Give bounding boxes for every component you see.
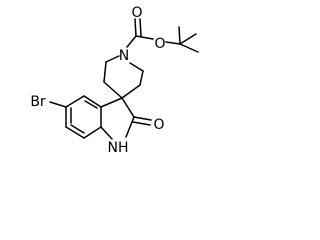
lactam-ring — [100, 97, 152, 140]
bond — [135, 35, 154, 40]
atom-label-nh: NH — [108, 140, 129, 156]
atom-label-lactam-o: O — [153, 117, 164, 133]
atom-label-n-piperidine: N — [119, 48, 129, 64]
bond-to-bromine — [49, 101, 67, 108]
piperidine-ring — [103, 55, 144, 99]
aromatic-inner-bond — [70, 124, 85, 134]
spiro-oxindole-piperidine-structure: N O O Br O NH — [0, 0, 234, 165]
carbonyl-double-bond — [132, 121, 151, 126]
benzene-ring — [65, 95, 102, 139]
bond — [100, 97, 123, 108]
bond — [125, 116, 135, 138]
bond — [165, 41, 181, 45]
bond — [121, 97, 135, 118]
atom-label-bromine: Br — [30, 94, 46, 110]
bond — [65, 95, 85, 108]
atom-label-ester-o: O — [154, 36, 165, 52]
bond — [65, 126, 85, 139]
carbonyl-double-bond — [133, 116, 152, 121]
bond — [83, 95, 102, 108]
methyl-bond — [179, 43, 199, 53]
aromatic-inner-bond — [84, 100, 98, 109]
bond — [100, 126, 113, 140]
methyl-bond — [178, 26, 181, 45]
carbonyl-double-bond — [134, 18, 137, 37]
carbonyl-double-bond — [139, 18, 142, 37]
bond — [126, 35, 137, 48]
methyl-bond — [179, 33, 197, 45]
bond — [83, 126, 102, 139]
bond — [121, 84, 141, 99]
canvas-background — [0, 0, 234, 165]
bond — [105, 55, 120, 63]
bond — [103, 61, 107, 83]
boc-group — [126, 18, 199, 53]
bond — [129, 62, 144, 72]
bond — [103, 81, 123, 99]
bond — [139, 70, 144, 86]
atom-label-carbonyl-o: O — [131, 5, 142, 21]
